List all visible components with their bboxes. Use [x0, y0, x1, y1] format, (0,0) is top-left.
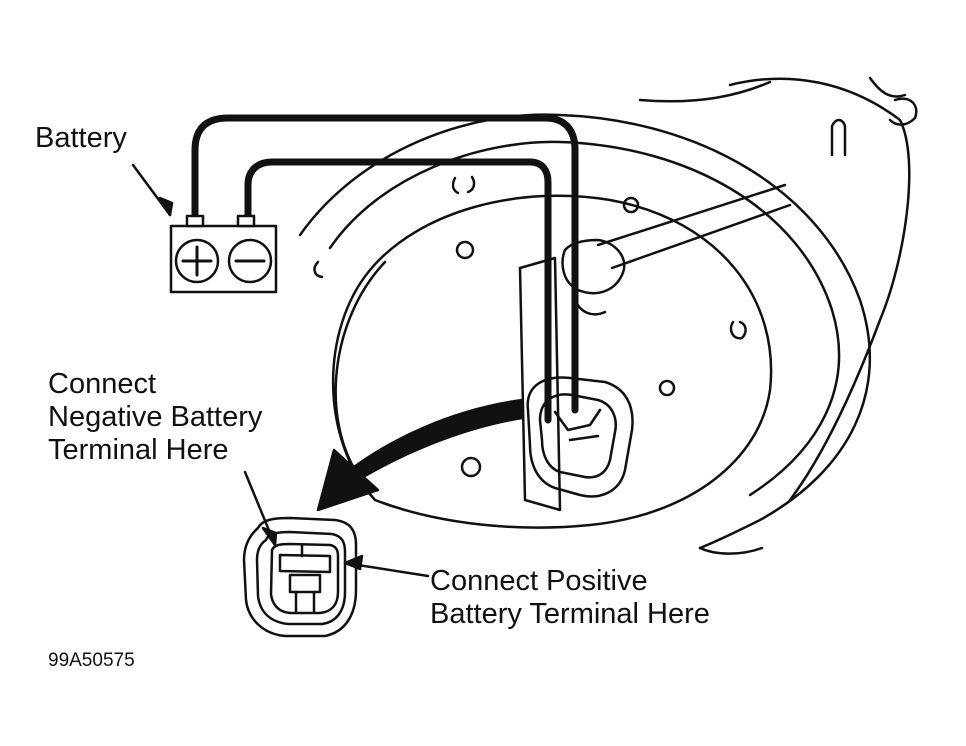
positive-label-line-1: Connect Positive	[430, 565, 648, 597]
positive-terminal-label: Connect Positive Battery Terminal Here	[430, 565, 710, 631]
negative-label-line-1: Connect	[48, 368, 157, 400]
battery-wires	[191, 114, 579, 424]
negative-terminal-label: Connect Negative Battery Terminal Here	[48, 368, 262, 467]
battery-label: Battery	[35, 122, 127, 154]
negative-label-line-2: Negative Battery	[48, 401, 263, 433]
battery-pointer	[131, 163, 174, 217]
pump-connector	[526, 376, 634, 498]
connector-detail	[242, 516, 358, 638]
figure-id: 99A50575	[48, 650, 135, 671]
battery	[169, 214, 278, 294]
negative-label-line-3: Terminal Here	[48, 434, 229, 466]
curved-arrow	[316, 398, 524, 512]
tank-outline	[298, 76, 918, 555]
fuel-hose	[561, 183, 792, 316]
pump-mounting-plate	[313, 175, 773, 529]
label-pointers	[243, 470, 430, 578]
positive-label-line-2: Battery Terminal Here	[430, 598, 710, 630]
